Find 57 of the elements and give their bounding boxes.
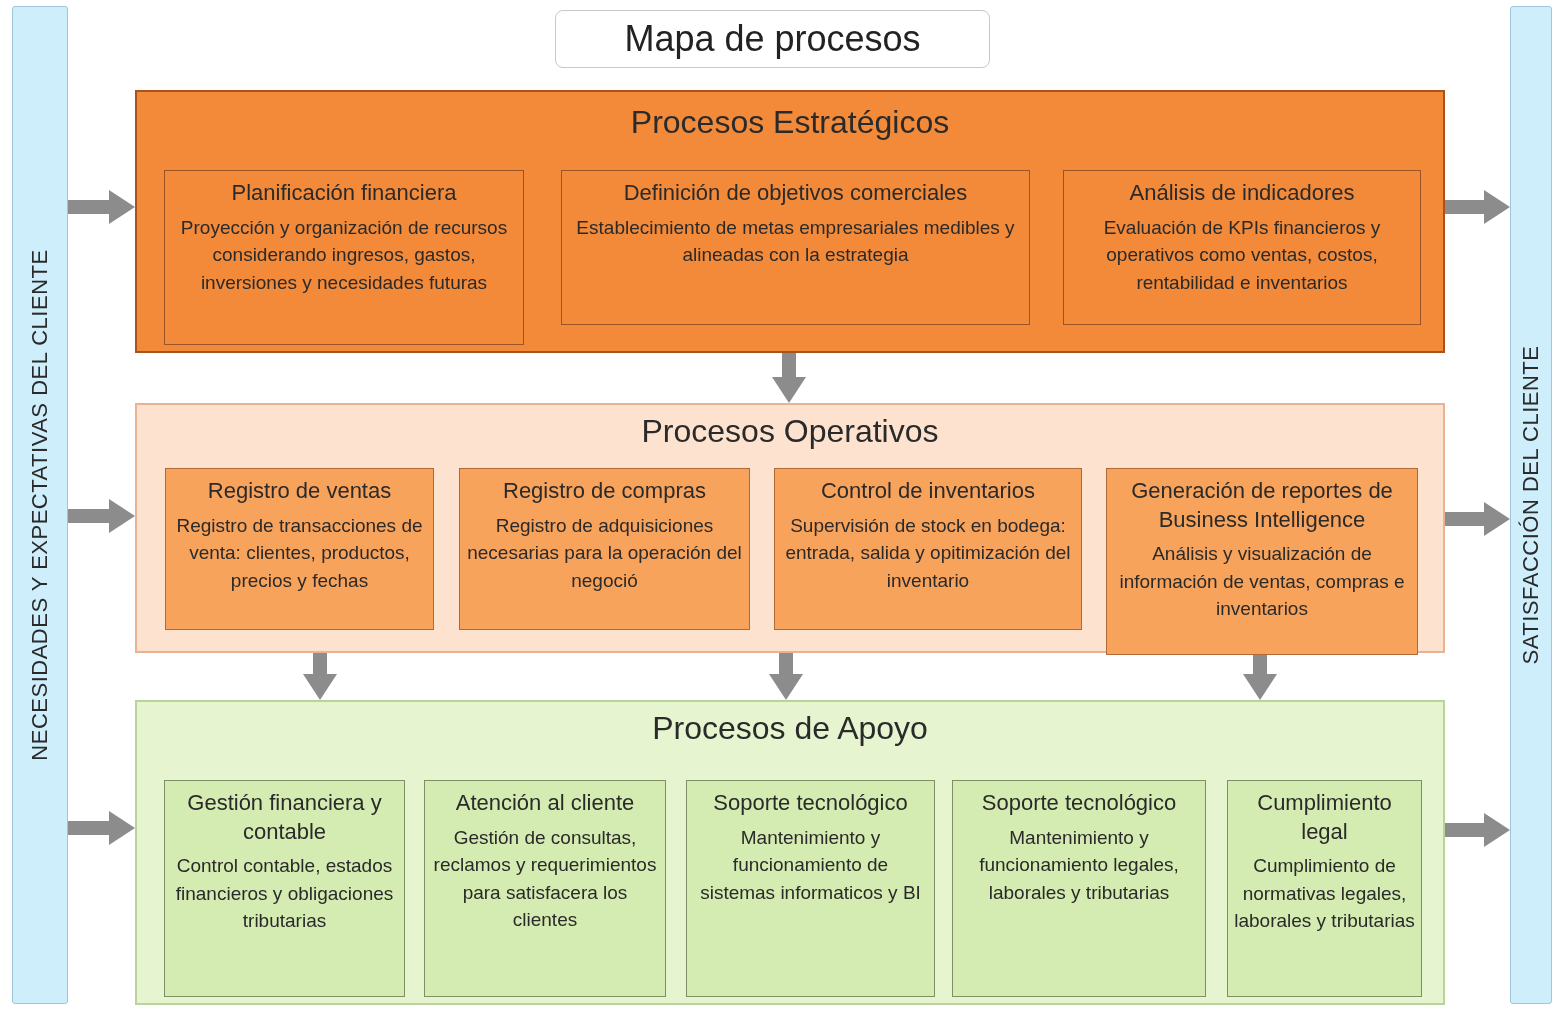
process-box: [1106, 468, 1418, 655]
process-description: Registro de transacciones de venta: clientes, productos, precios y fechas: [175, 513, 424, 593]
process-description: Mantenimiento y funcionamiento de sistemas informaticos y BI: [699, 825, 922, 905]
arrow: [68, 190, 135, 224]
process-heading: Planificación financiera: [231, 179, 457, 207]
process-box: [459, 468, 750, 630]
process-description: Registro de adquisiciones necesarias para la operación del negoció: [466, 513, 743, 593]
arrow: [68, 811, 135, 845]
arrow: [1445, 502, 1510, 536]
arrow: [772, 353, 806, 403]
band-label: NECESIDADES Y EXPECTATIVAS DEL CLIENTE: [27, 249, 53, 761]
process-box: [1227, 780, 1422, 997]
title-box: Mapa de procesos: [555, 10, 990, 68]
arrow: [1445, 190, 1510, 224]
process-group-panel: [135, 700, 1445, 1005]
process-box: [561, 170, 1030, 325]
process-heading: Cumplimiento legal: [1256, 789, 1393, 846]
process-box: [1063, 170, 1421, 325]
process-box: [686, 780, 935, 997]
process-box: [774, 468, 1082, 630]
arrow: [303, 653, 337, 700]
process-heading: Definición de objetivos comerciales: [623, 179, 968, 207]
process-heading: Registro de compras: [503, 477, 706, 505]
process-box: [952, 780, 1206, 997]
process-box: [165, 468, 434, 630]
arrow: [1243, 653, 1277, 700]
process-description: Supervisión de stock en bodega: entrada, salida y opitimización del inventario: [784, 513, 1072, 593]
process-heading: Soporte tecnológico: [981, 789, 1177, 817]
process-description: Cumplimiento de normativas legales, laborales y tributarias: [1234, 854, 1415, 934]
process-heading: Control de inventarios: [821, 477, 1035, 505]
process-box: [164, 780, 405, 997]
arrow: [68, 499, 135, 533]
process-group-panel: [135, 403, 1445, 653]
group-heading: Procesos de Apoyo: [651, 710, 929, 747]
process-description: Evaluación de KPIs financieros y operativos como ventas, costos, rentabilidad e inventarios: [1102, 215, 1382, 295]
group-heading: Procesos Operativos: [640, 413, 940, 450]
process-description: Control contable, estados financieros y obligaciones tributarias: [174, 854, 395, 934]
arrow: [769, 653, 803, 700]
process-heading: Atención al cliente: [455, 789, 635, 817]
group-heading: Procesos Estratégicos: [629, 104, 951, 141]
process-heading: Gestión financiera y contable: [186, 789, 383, 846]
side-band: [1510, 6, 1552, 1004]
process-description: Análisis y visualización de información de ventas, compras e inventarios: [1118, 542, 1406, 622]
process-description: Mantenimiento y funcionamiento legales, laborales y tributarias: [978, 825, 1180, 905]
process-heading: Registro de ventas: [207, 477, 392, 505]
process-heading: Análisis de indicadores: [1129, 179, 1355, 207]
side-band: [12, 6, 68, 1004]
process-heading: Soporte tecnológico: [713, 789, 908, 817]
process-heading: Generación de reportes de Business Intelligence: [1130, 477, 1394, 534]
process-box: [164, 170, 524, 345]
process-description: Establecimiento de metas empresariales medibles y alineadas con la estrategia: [575, 215, 1016, 268]
arrow: [1445, 813, 1510, 847]
process-description: Gestión de consultas, reclamos y requerimientos para satisfacera los clientes: [432, 825, 658, 933]
process-box: [424, 780, 666, 997]
process-description: Proyección y organización de recursos considerando ingresos, gastos, inversiones y necesidades futuras: [179, 215, 509, 295]
process-group-panel: [135, 90, 1445, 353]
band-label: SATISFACCIÓN DEL CLIENTE: [1518, 345, 1544, 665]
